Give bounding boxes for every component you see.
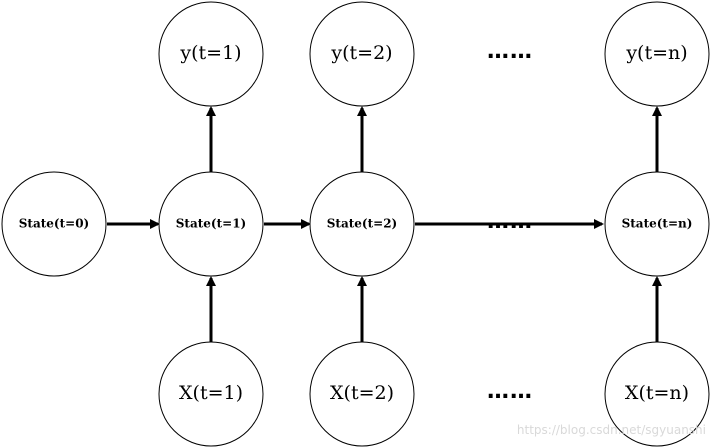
node-y2: y(t=2) — [309, 1, 415, 107]
node-state1-label: State(t=1) — [176, 217, 246, 231]
node-xn-label: X(t=n) — [625, 382, 689, 404]
node-y2-label: y(t=2) — [330, 42, 392, 64]
edges — [107, 106, 662, 342]
ellipsis-bottom: …… — [487, 379, 533, 404]
node-staten-label: State(t=n) — [622, 217, 693, 231]
node-staten: State(t=n) — [604, 171, 710, 277]
node-y1-label: y(t=1) — [179, 42, 241, 64]
ellipsis-top: …… — [487, 39, 533, 64]
node-yn: y(t=n) — [604, 1, 710, 107]
node-xn: X(t=n) — [604, 341, 710, 447]
node-state2: State(t=2) — [309, 171, 415, 277]
node-state0: State(t=0) — [1, 171, 107, 277]
node-x2: X(t=2) — [309, 341, 415, 447]
node-state0-label: State(t=0) — [19, 217, 89, 231]
node-state1: State(t=1) — [158, 171, 264, 277]
watermark-text: https://blog.csdn.net/sgyuanshi — [517, 423, 706, 437]
node-yn-label: y(t=n) — [625, 42, 687, 64]
node-x2-label: X(t=2) — [330, 382, 394, 404]
node-state2-label: State(t=2) — [327, 217, 397, 231]
node-y1: y(t=1) — [158, 1, 264, 107]
ellipsis-middle: …… — [487, 209, 533, 234]
node-x1: X(t=1) — [158, 341, 264, 447]
node-x1-label: X(t=1) — [179, 382, 243, 404]
